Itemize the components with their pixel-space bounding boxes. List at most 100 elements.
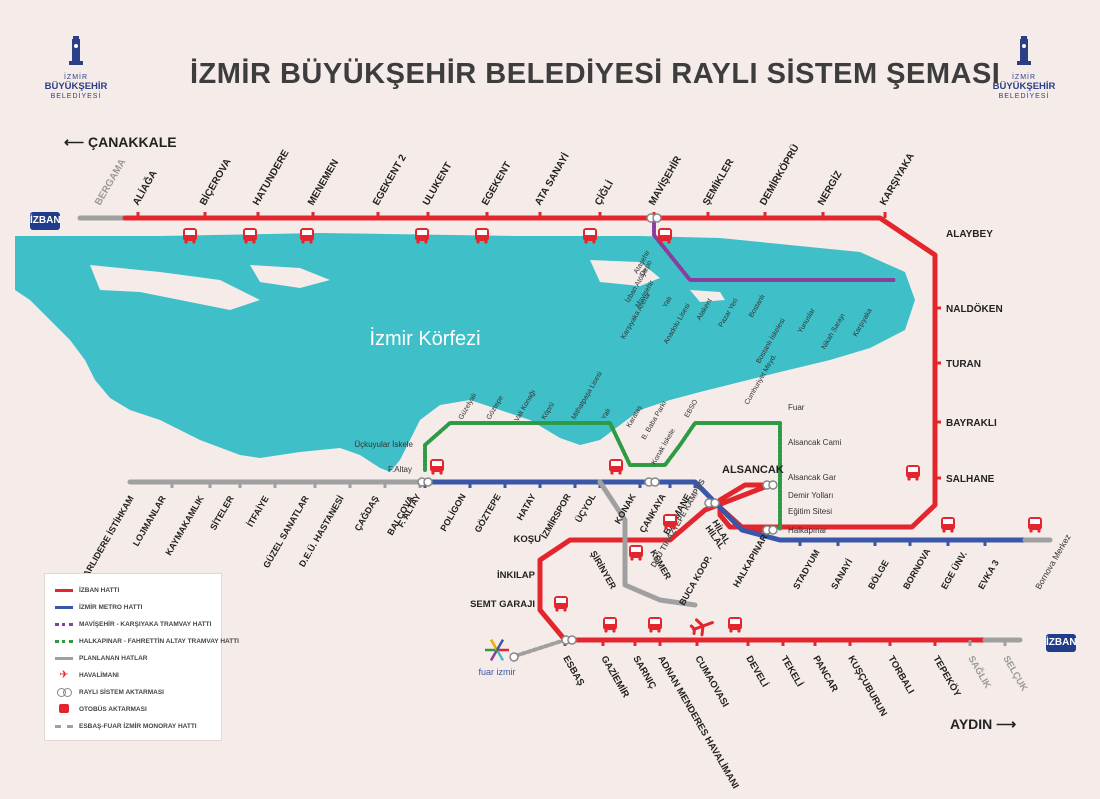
legend-line-symbol <box>55 720 73 732</box>
bus-icon <box>629 545 643 561</box>
transfer-icon <box>55 686 73 698</box>
bus-wheel <box>439 471 443 475</box>
direction-north-label: ÇANAKKALE <box>87 134 177 150</box>
bus-window <box>611 461 621 466</box>
metro-station-label: STADYUM <box>791 548 822 591</box>
bus-wheel <box>664 526 668 530</box>
bus-icon <box>728 617 742 633</box>
legend-row: PLANLANAN HATLAR <box>55 652 147 664</box>
plane-icon: ✈ <box>59 669 69 681</box>
transfer-ring <box>652 213 662 223</box>
station-label-east: BAYRAKLI <box>946 418 997 429</box>
bus-window <box>650 619 660 624</box>
transfer-icon <box>561 635 577 645</box>
metro-planned-label: NARLIDERE İSTİHKAM <box>78 494 136 584</box>
station-label-south: TORBALI <box>885 654 916 696</box>
legend-label: RAYLI SİSTEM AKTARMASI <box>79 688 164 696</box>
logo-right: İZMİR BÜYÜKŞEHİR BELEDİYESİ <box>984 34 1064 101</box>
plane-shape <box>689 618 714 637</box>
legend-row: İZBAN HATTI <box>55 584 119 596</box>
bus-wheel <box>942 529 946 533</box>
transfer-ring <box>710 498 720 508</box>
legend-row: İZMİR METRO HATTI <box>55 601 142 613</box>
station-label-north: DEMİRKÖPRÜ <box>756 142 801 208</box>
plane-icon <box>689 618 714 637</box>
direction-north: ⟵ ÇANAKKALE <box>64 134 177 151</box>
bus-wheel <box>252 240 256 244</box>
bus-icon <box>663 514 677 530</box>
legend-label: HALKAPINAR - FAHRETTİN ALTAY TRAMVAY HAT… <box>79 637 239 645</box>
legend-label: İZBAN HATTI <box>79 586 120 594</box>
bus-wheel <box>667 240 671 244</box>
station-label-south: İNKILAP <box>497 570 536 581</box>
metro-station-label: GÖZTEPE <box>473 492 503 534</box>
bus-wheel <box>604 629 608 633</box>
station-label-north: ATA SANAYİ <box>531 150 572 207</box>
legend-row: RAYLI SİSTEM AKTARMASI <box>55 686 164 698</box>
monorail-terminal <box>509 652 519 662</box>
station-label-south: ADNAN MENDERES HAVALİMANI <box>655 654 740 791</box>
bus-window <box>185 230 195 235</box>
metro-station-label: POLİGON <box>438 492 467 533</box>
izban-line-north <box>122 215 938 530</box>
bus-icon <box>554 596 568 612</box>
transfer-icon <box>646 213 662 223</box>
station-label-east: TURAN <box>946 359 981 370</box>
bus-wheel <box>610 471 614 475</box>
transfer-ring <box>768 525 778 535</box>
bus-wheel <box>612 629 616 633</box>
bus-wheel <box>424 240 428 244</box>
metro-buca-label: BUCA KOOP. <box>677 553 714 607</box>
metro-station-label: EGE ÜNV. <box>939 549 969 591</box>
legend-row: ESBAŞ-FUAR İZMİR MONORAY HATTI <box>55 720 197 732</box>
tram-konak-label: Eğitim Sitesi <box>788 507 832 516</box>
metro-buca-label: DEÜ TINAZTEPE KAMPÜS <box>649 477 707 569</box>
station-label-north: BİÇEROVA <box>196 156 233 208</box>
tram-konak-label: Halkapınar <box>788 526 827 535</box>
legend-line-symbol <box>55 652 73 664</box>
bus-wheel <box>484 240 488 244</box>
bus-window <box>556 598 566 603</box>
bus-icon <box>300 228 314 244</box>
metro-station-label: HALKAPINAR <box>731 532 770 589</box>
bus-wheel <box>657 629 661 633</box>
station-label-south: DEVELİ <box>743 654 770 689</box>
bus-wheel <box>950 529 954 533</box>
bus-window <box>730 619 740 624</box>
tram-konak-label: Fuar <box>788 403 805 412</box>
bus-window <box>477 230 487 235</box>
station-label-north: EGEKENT 2 <box>371 153 409 208</box>
station-label-north: ALİAĞA <box>129 168 159 208</box>
bus-wheel <box>630 557 634 561</box>
bus-icon <box>609 459 623 475</box>
legend-label: İZMİR METRO HATTI <box>79 603 143 611</box>
bus-wheel <box>618 471 622 475</box>
station-label-south: SELÇUK <box>1000 654 1029 693</box>
bus-window <box>943 519 953 524</box>
bus-wheel <box>555 608 559 612</box>
legend-label: MAVİŞEHİR - KARŞIYAKA TRAMVAY HATTI <box>79 620 212 628</box>
fuar-label: fuar izmir <box>478 667 515 677</box>
bus-icon <box>583 228 597 244</box>
station-label-east: ALAYBEY <box>946 229 993 240</box>
metro-station-label: EVKA 3 <box>976 558 1001 591</box>
station-label-south: TEPEKÖY <box>930 654 963 699</box>
bus-wheel <box>192 240 196 244</box>
bus-window <box>417 230 427 235</box>
transfer-icon <box>762 480 778 490</box>
transfer-ring <box>567 635 577 645</box>
page-title: İZMİR BÜYÜKŞEHİR BELEDİYESİ RAYLI SİSTEM… <box>190 58 1001 90</box>
direction-south: AYDIN ⟶ <box>950 716 1016 733</box>
legend: İZBAN HATTI İZMİR METRO HATTI MAVİŞEHİR - … <box>44 573 239 741</box>
station-label-south: SEMT GARAJI <box>470 599 535 610</box>
metro-station-label: İZMİRSPOR <box>539 492 573 541</box>
bus-wheel <box>301 240 305 244</box>
station-label-north: BERGAMA <box>93 157 128 207</box>
logo-line1: İZMİR <box>1011 74 1037 81</box>
direction-south-label: AYDIN <box>950 716 993 732</box>
metro-station-label: BÖLGE <box>866 558 891 591</box>
arrow-right-icon: ⟶ <box>992 716 1017 732</box>
metro-station-label: BORNOVA <box>901 546 933 591</box>
